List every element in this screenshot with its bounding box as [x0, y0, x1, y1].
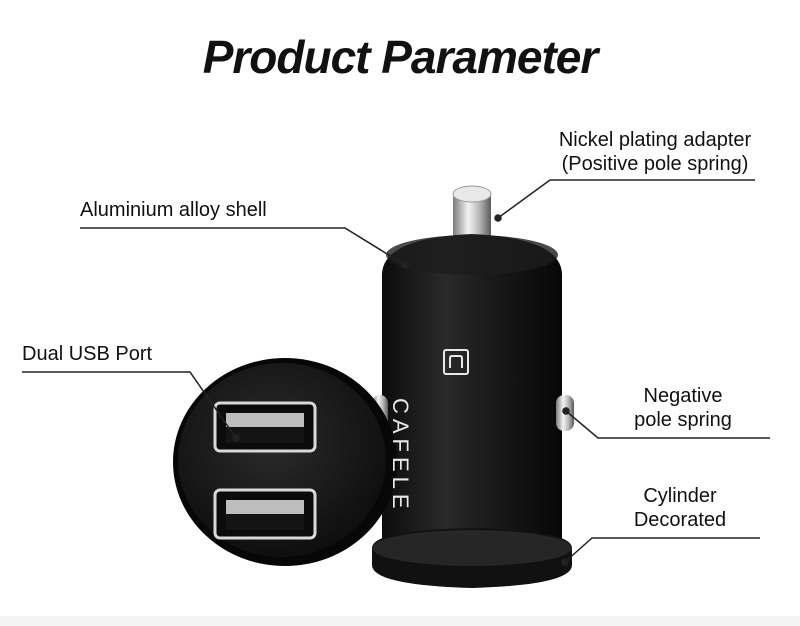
callout-aluminium-shell: Aluminium alloy shell	[80, 199, 267, 221]
leader-dot-usb	[232, 434, 240, 442]
leader-dot-cylinder	[561, 558, 569, 566]
callout-cylinder-line2: Decorated	[633, 509, 727, 531]
leader-negative	[565, 410, 770, 439]
callout-leaders	[22, 179, 770, 566]
callout-dual-usb: Dual USB Port	[22, 343, 153, 365]
leader-cylinder	[564, 537, 760, 563]
callout-cylinder: Cylinder Decorated	[605, 484, 755, 532]
page-title: Product Parameter	[202, 31, 599, 83]
usb-port-top	[213, 401, 317, 453]
usb-face	[173, 358, 397, 566]
callout-negative-line2: pole spring	[634, 409, 732, 431]
leader-dot-aluminium	[401, 261, 409, 269]
callout-nickel-line1: Nickel plating adapter	[558, 129, 752, 151]
usb-port-bottom	[213, 488, 317, 540]
callout-cylinder-line1: Cylinder	[643, 485, 717, 507]
leader-dot-nickel	[494, 214, 502, 222]
callout-nickel-plating: Nickel plating adapter (Positive pole sp…	[530, 128, 780, 176]
positive-tip	[452, 185, 492, 240]
leader-usb	[22, 371, 237, 439]
charger-body	[372, 234, 572, 588]
leader-nickel	[497, 179, 755, 219]
brand-logo	[443, 349, 469, 375]
footer-band	[0, 616, 800, 626]
callout-nickel-line2: (Positive pole spring)	[561, 153, 749, 175]
callout-negative-line1: Negative	[643, 385, 723, 407]
brand-wordmark: CAFELE	[388, 398, 413, 514]
callout-negative-spring: Negative pole spring	[608, 384, 758, 432]
leader-aluminium	[80, 227, 406, 266]
leader-dot-negative	[562, 407, 570, 415]
